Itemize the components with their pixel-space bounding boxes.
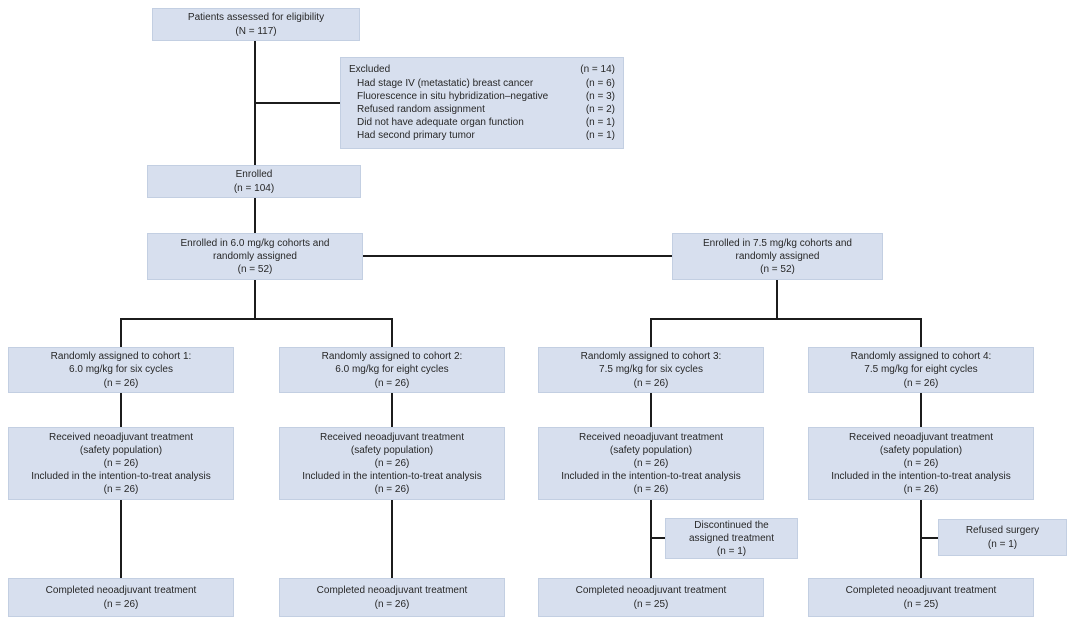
excluded-reason-label: Had stage IV (metastatic) breast cancer bbox=[357, 77, 534, 89]
excluded-label: Excluded bbox=[349, 64, 391, 76]
box-completed-treatment-3: Completed neoadjuvant treatment(n = 25) bbox=[538, 578, 764, 617]
excluded-row: Had second primary tumor (n = 1) bbox=[349, 129, 615, 142]
box-received-treatment-2: Received neoadjuvant treatment(safety po… bbox=[279, 427, 505, 500]
box-cohort-1: Randomly assigned to cohort 1:6.0 mg/kg … bbox=[8, 347, 234, 393]
connector-received4-completed bbox=[920, 500, 922, 578]
excluded-reason-count: (n = 1) bbox=[585, 130, 615, 142]
box-cohort-2: Randomly assigned to cohort 2:6.0 mg/kg … bbox=[279, 347, 505, 393]
connector-enrolled-to-6-0 bbox=[254, 198, 256, 233]
connector-6-0-down bbox=[254, 280, 256, 318]
connector-cohort2-received bbox=[391, 393, 393, 427]
connector-cohort1-top bbox=[120, 318, 122, 347]
connector-cohort1-received bbox=[120, 393, 122, 427]
excluded-reason-label: Had second primary tumor bbox=[357, 130, 475, 142]
excluded-reason-count: (n = 3) bbox=[585, 90, 615, 102]
box-received-treatment-3: Received neoadjuvant treatment(safety po… bbox=[538, 427, 764, 500]
excluded-reason-label: Fluorescence in situ hybridization–negat… bbox=[357, 90, 549, 102]
excluded-reason-count: (n = 1) bbox=[585, 117, 615, 129]
box-cohort-3: Randomly assigned to cohort 3:7.5 mg/kg … bbox=[538, 347, 764, 393]
box-received-treatment-4: Received neoadjuvant treatment(safety po… bbox=[808, 427, 1034, 500]
excluded-reason-label: Refused random assignment bbox=[357, 104, 485, 115]
box-enrolled: Enrolled(n = 104) bbox=[147, 165, 361, 198]
connector-received1-completed bbox=[120, 500, 122, 578]
connector-received3-completed bbox=[650, 500, 652, 578]
box-excluded: Excluded (n = 14) Had stage IV (metastat… bbox=[340, 57, 624, 149]
connector-cohort3-received bbox=[650, 393, 652, 427]
connector-cohort2-top bbox=[391, 318, 393, 347]
connector-cohort4-top bbox=[920, 318, 922, 347]
connector-cohort3-top bbox=[650, 318, 652, 347]
box-eligibility: Patients assessed for eligibility(N = 11… bbox=[152, 8, 360, 41]
box-completed-treatment-2: Completed neoadjuvant treatment(n = 26) bbox=[279, 578, 505, 617]
excluded-reason-count: (n = 6) bbox=[585, 77, 615, 89]
excluded-row: Had stage IV (metastatic) breast cancer … bbox=[349, 77, 615, 90]
connector-to-excluded bbox=[254, 102, 340, 104]
connector-6-0-to-7-5 bbox=[363, 255, 672, 257]
connector-to-discontinued bbox=[650, 537, 665, 539]
connector-to-refused-surgery bbox=[920, 537, 938, 539]
excluded-count: (n = 14) bbox=[580, 64, 615, 76]
box-cohort-4: Randomly assigned to cohort 4:7.5 mg/kg … bbox=[808, 347, 1034, 393]
excluded-row: Did not have adequate organ function (n … bbox=[349, 116, 615, 129]
excluded-row: Refused random assignment (n = 2) bbox=[349, 103, 615, 116]
connector-received2-completed bbox=[391, 500, 393, 578]
excluded-row: Fluorescence in situ hybridization–negat… bbox=[349, 90, 615, 103]
connector-7-5-down bbox=[776, 280, 778, 318]
box-completed-treatment-1: Completed neoadjuvant treatment(n = 26) bbox=[8, 578, 234, 617]
connector-branch-left bbox=[120, 318, 393, 320]
box-received-treatment-1: Received neoadjuvant treatment(safety po… bbox=[8, 427, 234, 500]
excluded-reason-label: Did not have adequate organ function bbox=[357, 117, 524, 129]
excluded-row: Excluded (n = 14) bbox=[349, 63, 615, 76]
connector-branch-right bbox=[650, 318, 922, 320]
box-refused-surgery: Refused surgery(n = 1) bbox=[938, 519, 1067, 556]
excluded-reason-count: (n = 2) bbox=[585, 104, 615, 115]
connector-cohort4-received bbox=[920, 393, 922, 427]
box-completed-treatment-4: Completed neoadjuvant treatment(n = 25) bbox=[808, 578, 1034, 617]
